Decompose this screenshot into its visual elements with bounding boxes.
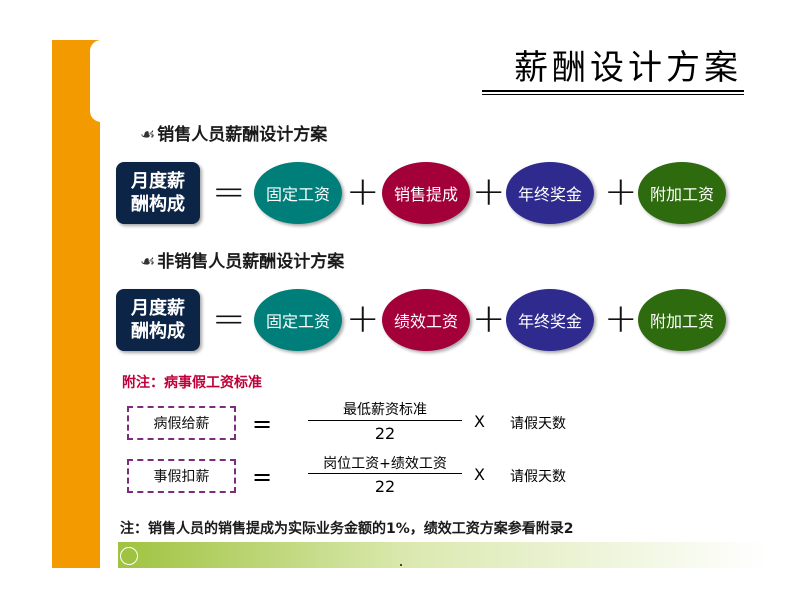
nonsales-component-performance-pay: 绩效工资 xyxy=(382,289,470,351)
personal-leave-equals-sign: = xyxy=(252,463,273,491)
leaf-bullet-icon: ☙ xyxy=(140,125,156,145)
sales-plus-sign-3: + xyxy=(604,169,638,215)
title-underline xyxy=(482,90,744,92)
personal-leave-times-sign: X xyxy=(474,465,485,484)
page-title: 薪酬设计方案 xyxy=(514,48,742,88)
personal-leave-fraction-line xyxy=(308,473,462,474)
footnote: 注：销售人员的销售提成为实际业务金额的1%，绩效工资方案参看附录2 xyxy=(120,521,574,537)
sales-equals-sign: = xyxy=(212,169,246,215)
nonsales-component-additional-salary: 附加工资 xyxy=(638,289,726,351)
personal-leave-deduction-label: 事假扣薪 xyxy=(127,459,236,493)
sales-component-additional-salary: 附加工资 xyxy=(638,162,726,224)
nonsales-plus-sign-3: + xyxy=(604,296,638,342)
sales-component-fixed-salary: 固定工资 xyxy=(254,162,342,224)
sales-plus-sign-2: + xyxy=(472,169,506,215)
sales-heading-text: 销售人员薪酬设计方案 xyxy=(157,125,328,145)
sales-lhs-box: 月度薪酬构成 xyxy=(116,162,200,224)
sick-leave-pay-label: 病假给薪 xyxy=(127,406,236,440)
green-dot-icon xyxy=(120,547,138,565)
personal-leave-days: 请假天数 xyxy=(510,469,566,485)
appendix-heading: 附注：病事假工资标准 xyxy=(122,375,262,391)
orange-side-bar xyxy=(52,40,100,568)
nonsales-plus-sign-2: + xyxy=(472,296,506,342)
title-underline-thin xyxy=(482,94,744,95)
page-dot xyxy=(400,564,402,566)
sales-component-year-end-bonus: 年终奖金 xyxy=(506,162,594,224)
personal-leave-denominator: 22 xyxy=(374,477,396,496)
sick-leave-numerator: 最低薪资标准 xyxy=(343,402,427,418)
sick-leave-days: 请假天数 xyxy=(510,416,566,432)
nonsales-component-fixed-salary: 固定工资 xyxy=(254,289,342,351)
sales-component-commission: 销售提成 xyxy=(382,162,470,224)
leaf-bullet-icon: ☙ xyxy=(140,252,156,272)
orange-bar-notch xyxy=(90,40,112,122)
sick-leave-denominator: 22 xyxy=(374,424,396,443)
sick-leave-times-sign: X xyxy=(474,412,485,431)
nonsales-plus-sign-1: + xyxy=(346,296,380,342)
nonsales-heading-text: 非销售人员薪酬设计方案 xyxy=(157,252,345,272)
sales-section-heading: ☙销售人员薪酬设计方案 xyxy=(140,120,327,145)
sick-leave-fraction-line xyxy=(308,420,462,421)
nonsales-component-year-end-bonus: 年终奖金 xyxy=(506,289,594,351)
nonsales-lhs-box: 月度薪酬构成 xyxy=(116,289,200,351)
sales-plus-sign-1: + xyxy=(346,169,380,215)
personal-leave-numerator: 岗位工资+绩效工资 xyxy=(323,456,447,472)
bottom-gradient-bar xyxy=(118,542,768,568)
nonsales-section-heading: ☙非销售人员薪酬设计方案 xyxy=(140,247,344,272)
nonsales-equals-sign: = xyxy=(212,296,246,342)
sick-leave-equals-sign: = xyxy=(252,410,273,438)
